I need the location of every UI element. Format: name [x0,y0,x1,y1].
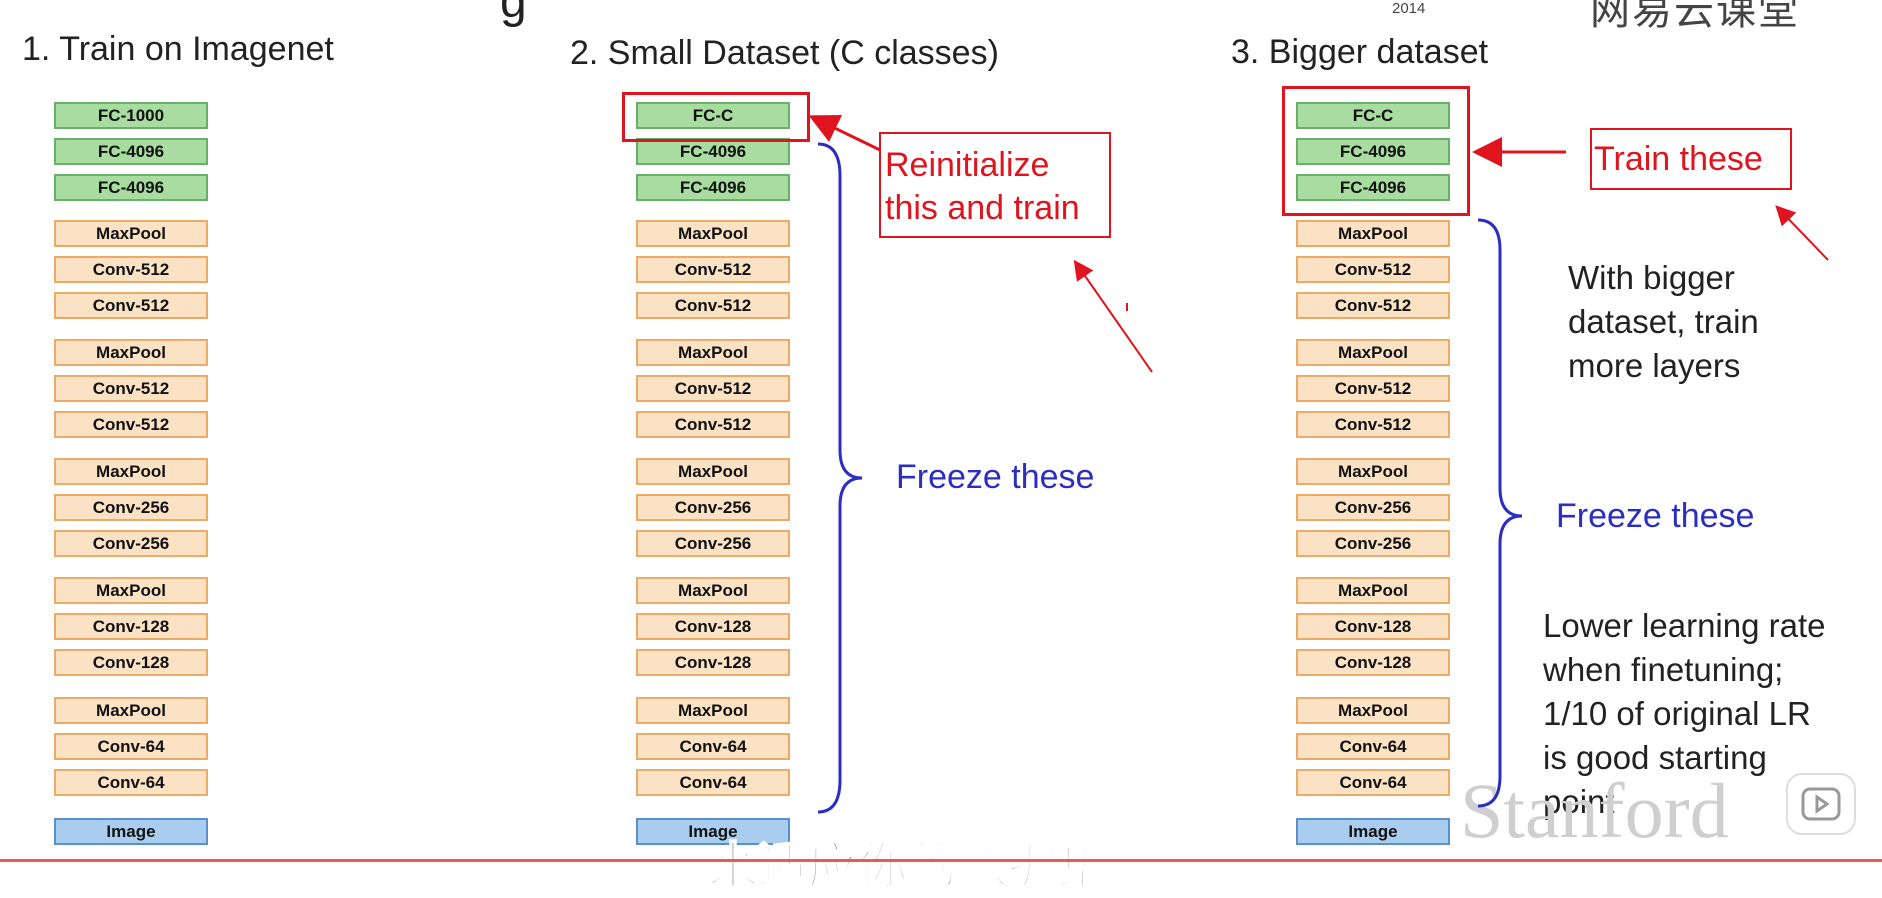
lr-note-line4: is good starting [1543,739,1767,776]
layer-maxpool: MaxPool [1296,697,1450,724]
lr-note-line1: Lower learning rate [1543,607,1826,644]
layer-maxpool: MaxPool [636,458,790,485]
layer-maxpool: MaxPool [636,220,790,247]
layer-conv-512: Conv-512 [636,375,790,402]
layer-conv-256: Conv-256 [636,494,790,521]
column-3-heading: 3. Bigger dataset [1231,33,1489,71]
bigger-note-line1: With bigger [1568,259,1735,296]
layer-conv-64: Conv-64 [636,733,790,760]
layer-conv-128: Conv-128 [636,613,790,640]
layer-maxpool: MaxPool [54,697,208,724]
layer-fc-1000: FC-1000 [54,102,208,129]
layer-image: Image [1296,818,1450,845]
layer-image: Image [54,818,208,845]
column-2-heading: 2. Small Dataset (C classes) [570,34,999,72]
layer-conv-512: Conv-512 [636,411,790,438]
train-layers-highlight [1282,86,1470,216]
layer-conv-64: Conv-64 [54,733,208,760]
layer-fc-4096: FC-4096 [54,138,208,165]
column-1-heading: 1. Train on Imagenet [22,30,334,68]
stanford-watermark: Stanford [1460,767,1729,854]
video-progress-bar[interactable] [0,859,1882,862]
layer-fc-c: FC-C [1296,102,1450,129]
layer-conv-128: Conv-128 [1296,649,1450,676]
layer-conv-128: Conv-128 [1296,613,1450,640]
play-button[interactable] [1786,773,1856,835]
layer-fc-4096: FC-4096 [636,174,790,201]
layer-maxpool: MaxPool [54,577,208,604]
layer-conv-512: Conv-512 [54,411,208,438]
layer-conv-128: Conv-128 [636,649,790,676]
layer-conv-256: Conv-256 [1296,494,1450,521]
lr-note-line3: 1/10 of original LR [1543,695,1811,732]
layer-maxpool: MaxPool [1296,577,1450,604]
layer-conv-64: Conv-64 [1296,733,1450,760]
year-label: 2014 [1392,0,1426,17]
annotation-overlay [808,114,1829,814]
layer-conv-512: Conv-512 [54,256,208,283]
layer-conv-64: Conv-64 [54,769,208,796]
layer-fc-4096: FC-4096 [636,138,790,165]
layer-fc-4096: FC-4096 [54,174,208,201]
layer-conv-512: Conv-512 [1296,375,1450,402]
layer-maxpool: MaxPool [636,697,790,724]
layer-conv-512: Conv-512 [54,292,208,319]
freeze-brace-col3 [1477,218,1523,808]
layer-maxpool: MaxPool [54,339,208,366]
layer-conv-128: Conv-128 [54,613,208,640]
layer-maxpool: MaxPool [636,577,790,604]
layer-conv-128: Conv-128 [54,649,208,676]
layer-conv-512: Conv-512 [54,375,208,402]
reinit-label-box: Reinitialize this and train [879,132,1111,238]
layer-image: Image [636,818,790,845]
layer-fc-4096: FC-4096 [1296,138,1450,165]
lr-note-line2: when finetuning; [1543,651,1784,688]
lr-note-line5: point [1543,783,1615,820]
play-icon [1801,787,1841,821]
layer-fc-c: FC-C [636,102,790,129]
layer-conv-64: Conv-64 [1296,769,1450,796]
reinit-label-line1: Reinitialize [885,146,1050,184]
layer-maxpool: MaxPool [636,339,790,366]
reinit-layer-highlight [622,92,810,142]
train-these-label: Train these [1594,140,1763,178]
layer-maxpool: MaxPool [54,458,208,485]
layer-conv-512: Conv-512 [636,256,790,283]
layer-conv-64: Conv-64 [636,769,790,796]
layer-conv-256: Conv-256 [54,494,208,521]
layer-maxpool: MaxPool [54,220,208,247]
pen-arrow-col2 [1073,259,1153,373]
video-subtitle: 来适应你的数据集 [707,837,1109,895]
layer-conv-512: Conv-512 [1296,411,1450,438]
reinit-arrow [808,114,881,152]
freeze-label-col3: Freeze these [1556,497,1755,535]
layer-maxpool: MaxPool [1296,220,1450,247]
layer-conv-256: Conv-256 [1296,530,1450,557]
layer-maxpool: MaxPool [1296,339,1450,366]
layer-conv-512: Conv-512 [1296,292,1450,319]
layer-fc-4096: FC-4096 [1296,174,1450,201]
layer-conv-512: Conv-512 [636,292,790,319]
layer-conv-512: Conv-512 [1296,256,1450,283]
freeze-label-col2: Freeze these [896,458,1095,496]
bigger-note-line3: more layers [1568,347,1741,384]
bigger-note-line2: dataset, train [1568,303,1759,340]
layer-conv-256: Conv-256 [54,530,208,557]
reinit-label-line2: this and train [885,189,1080,227]
layer-conv-256: Conv-256 [636,530,790,557]
netease-logo-fragment: 网易云课堂 [1590,0,1800,33]
train-these-box: Train these [1590,128,1792,190]
freeze-brace-col2 [817,142,863,814]
layer-maxpool: MaxPool [1296,458,1450,485]
slide-title-fragment: g [500,0,527,28]
pen-arrow-col3 [1775,205,1829,261]
